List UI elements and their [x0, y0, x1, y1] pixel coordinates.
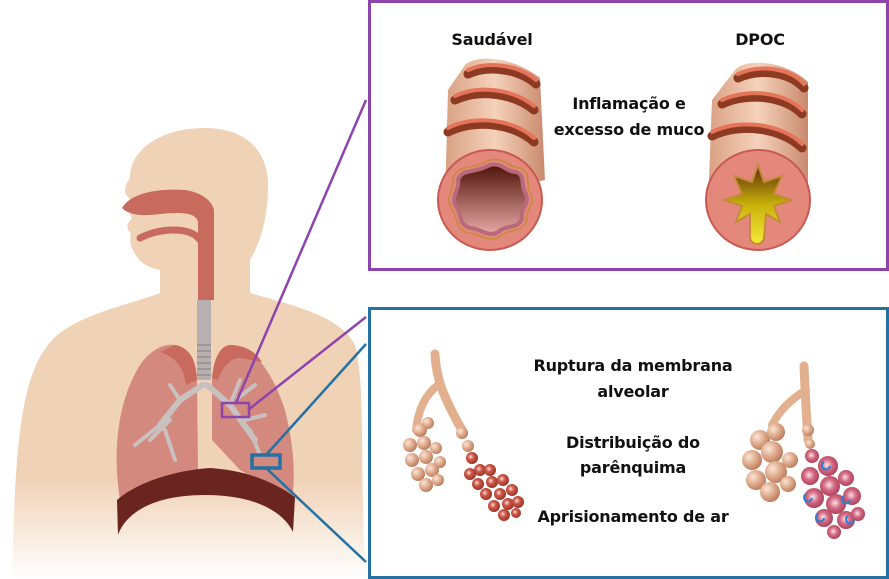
healthy-airway-illustration — [437, 58, 545, 251]
human-torso-illustration — [12, 128, 365, 579]
parenchyma-line1: Distribuição do — [566, 433, 700, 452]
membrane-rupture-line1: Ruptura da membrana — [533, 356, 733, 375]
connector-line — [265, 467, 367, 563]
connector-line — [247, 316, 367, 411]
connector-line — [234, 99, 368, 404]
connector-line — [265, 343, 367, 456]
copd-airway-illustration — [705, 62, 811, 251]
inflammation-text-line1: Inflamação e — [572, 94, 686, 113]
healthy-label: Saudável — [451, 30, 533, 49]
alveoli-comparison-panel — [368, 307, 889, 579]
oral-cavity — [136, 226, 204, 244]
diaphragm — [117, 468, 295, 535]
trachea — [197, 300, 211, 380]
air-trapping-text: Aprisionamento de ar — [537, 507, 729, 526]
inflammation-text-line2: excesso de muco — [553, 120, 705, 139]
bronchial-tree — [133, 378, 267, 462]
nasal-cavity — [122, 189, 214, 300]
parenchyma-line2: parênquima — [579, 458, 687, 477]
copd-label: DPOC — [735, 30, 785, 49]
right-lung — [116, 344, 198, 500]
membrane-rupture-line2: alveolar — [597, 382, 669, 401]
healthy-alveoli-illustration — [403, 349, 524, 521]
copd-alveoli-illustration — [742, 361, 865, 539]
left-lung — [212, 345, 294, 500]
